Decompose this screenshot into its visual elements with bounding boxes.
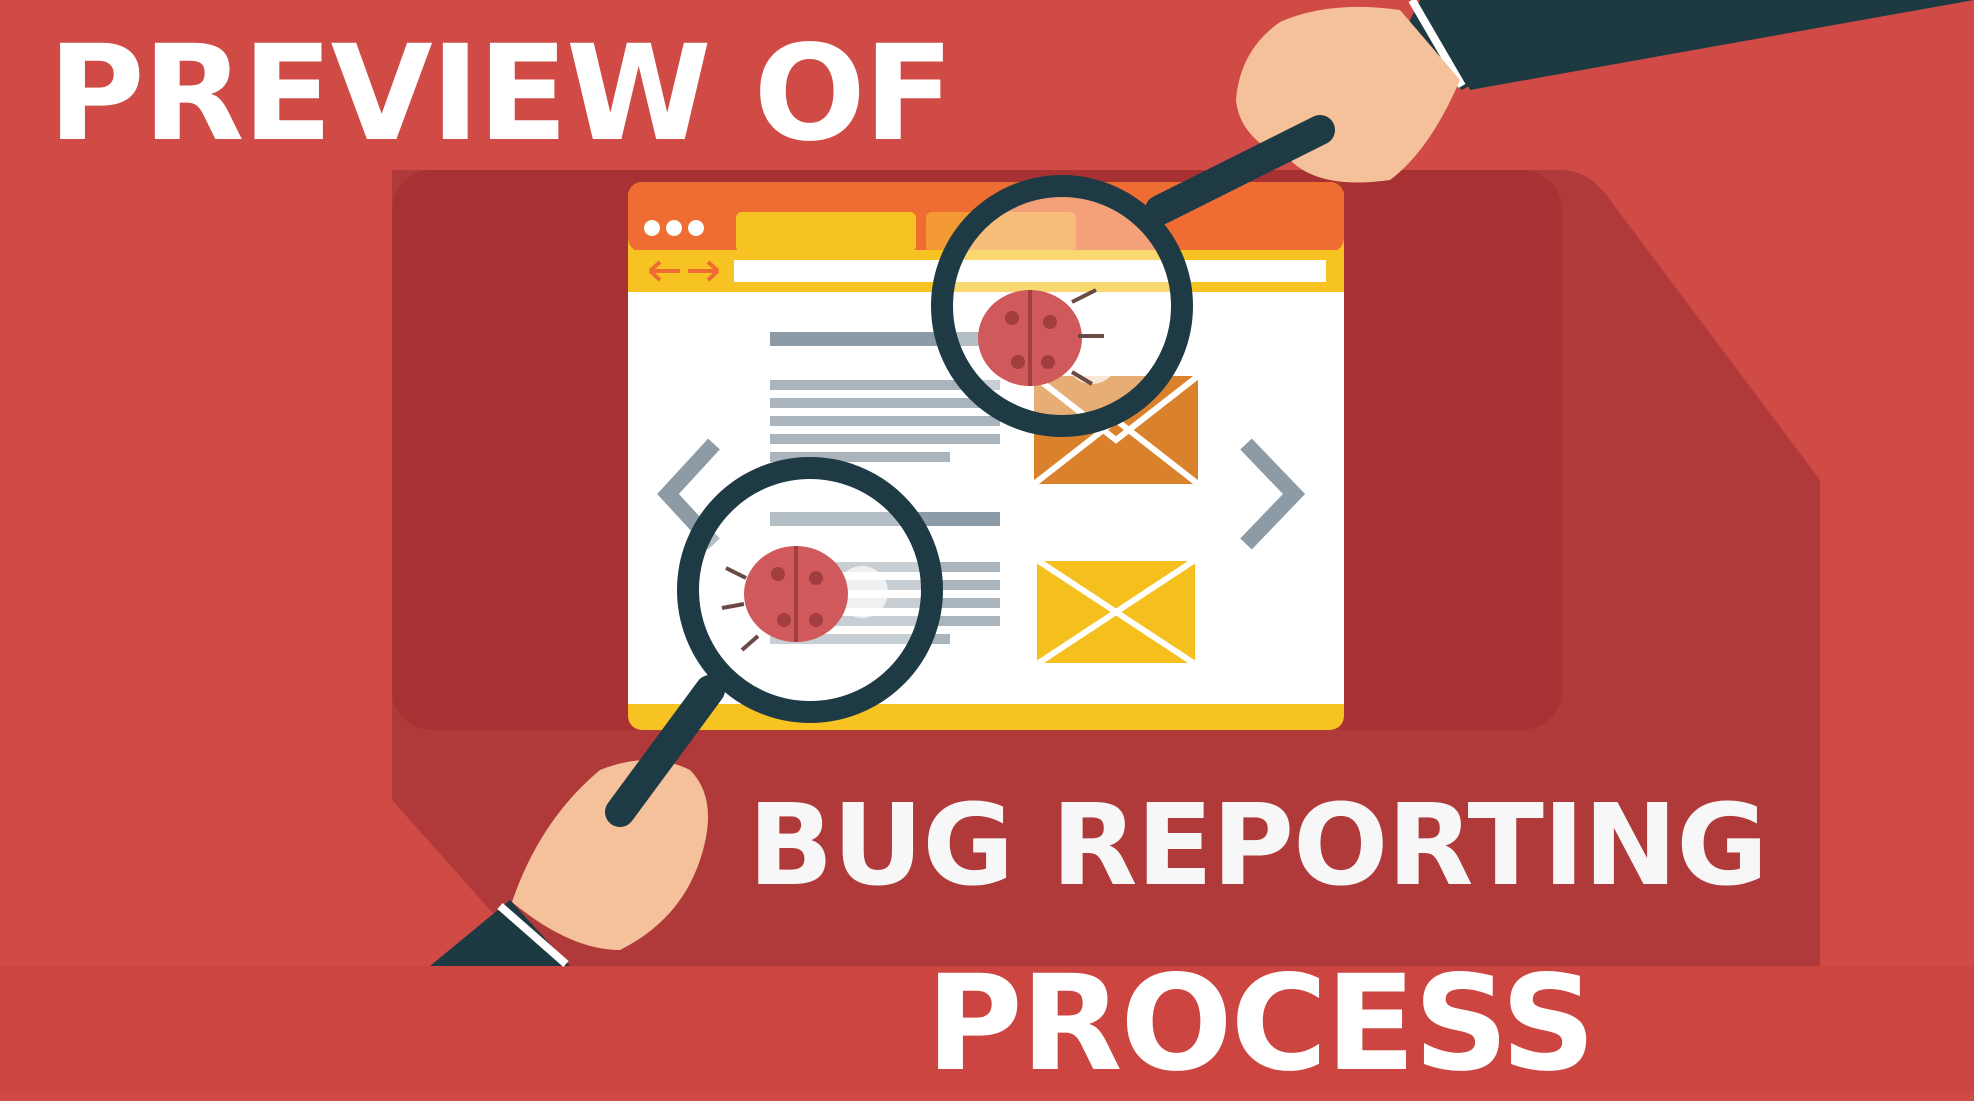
bottom-band (0, 966, 1974, 1092)
title-process: PROCESS (926, 947, 1596, 1101)
title-preview-of: PREVIEW OF (48, 17, 954, 171)
hand-illustration (430, 760, 708, 968)
ladybug-icon (978, 288, 1104, 386)
title-bug-reporting: BUG REPORTING (748, 781, 1768, 911)
hand-illustration (1236, 0, 1974, 183)
envelope-icon (1031, 555, 1201, 669)
chevron-right-icon (1240, 438, 1306, 550)
magnifying-glass-icon (605, 457, 943, 827)
ladybug-icon (721, 546, 848, 652)
